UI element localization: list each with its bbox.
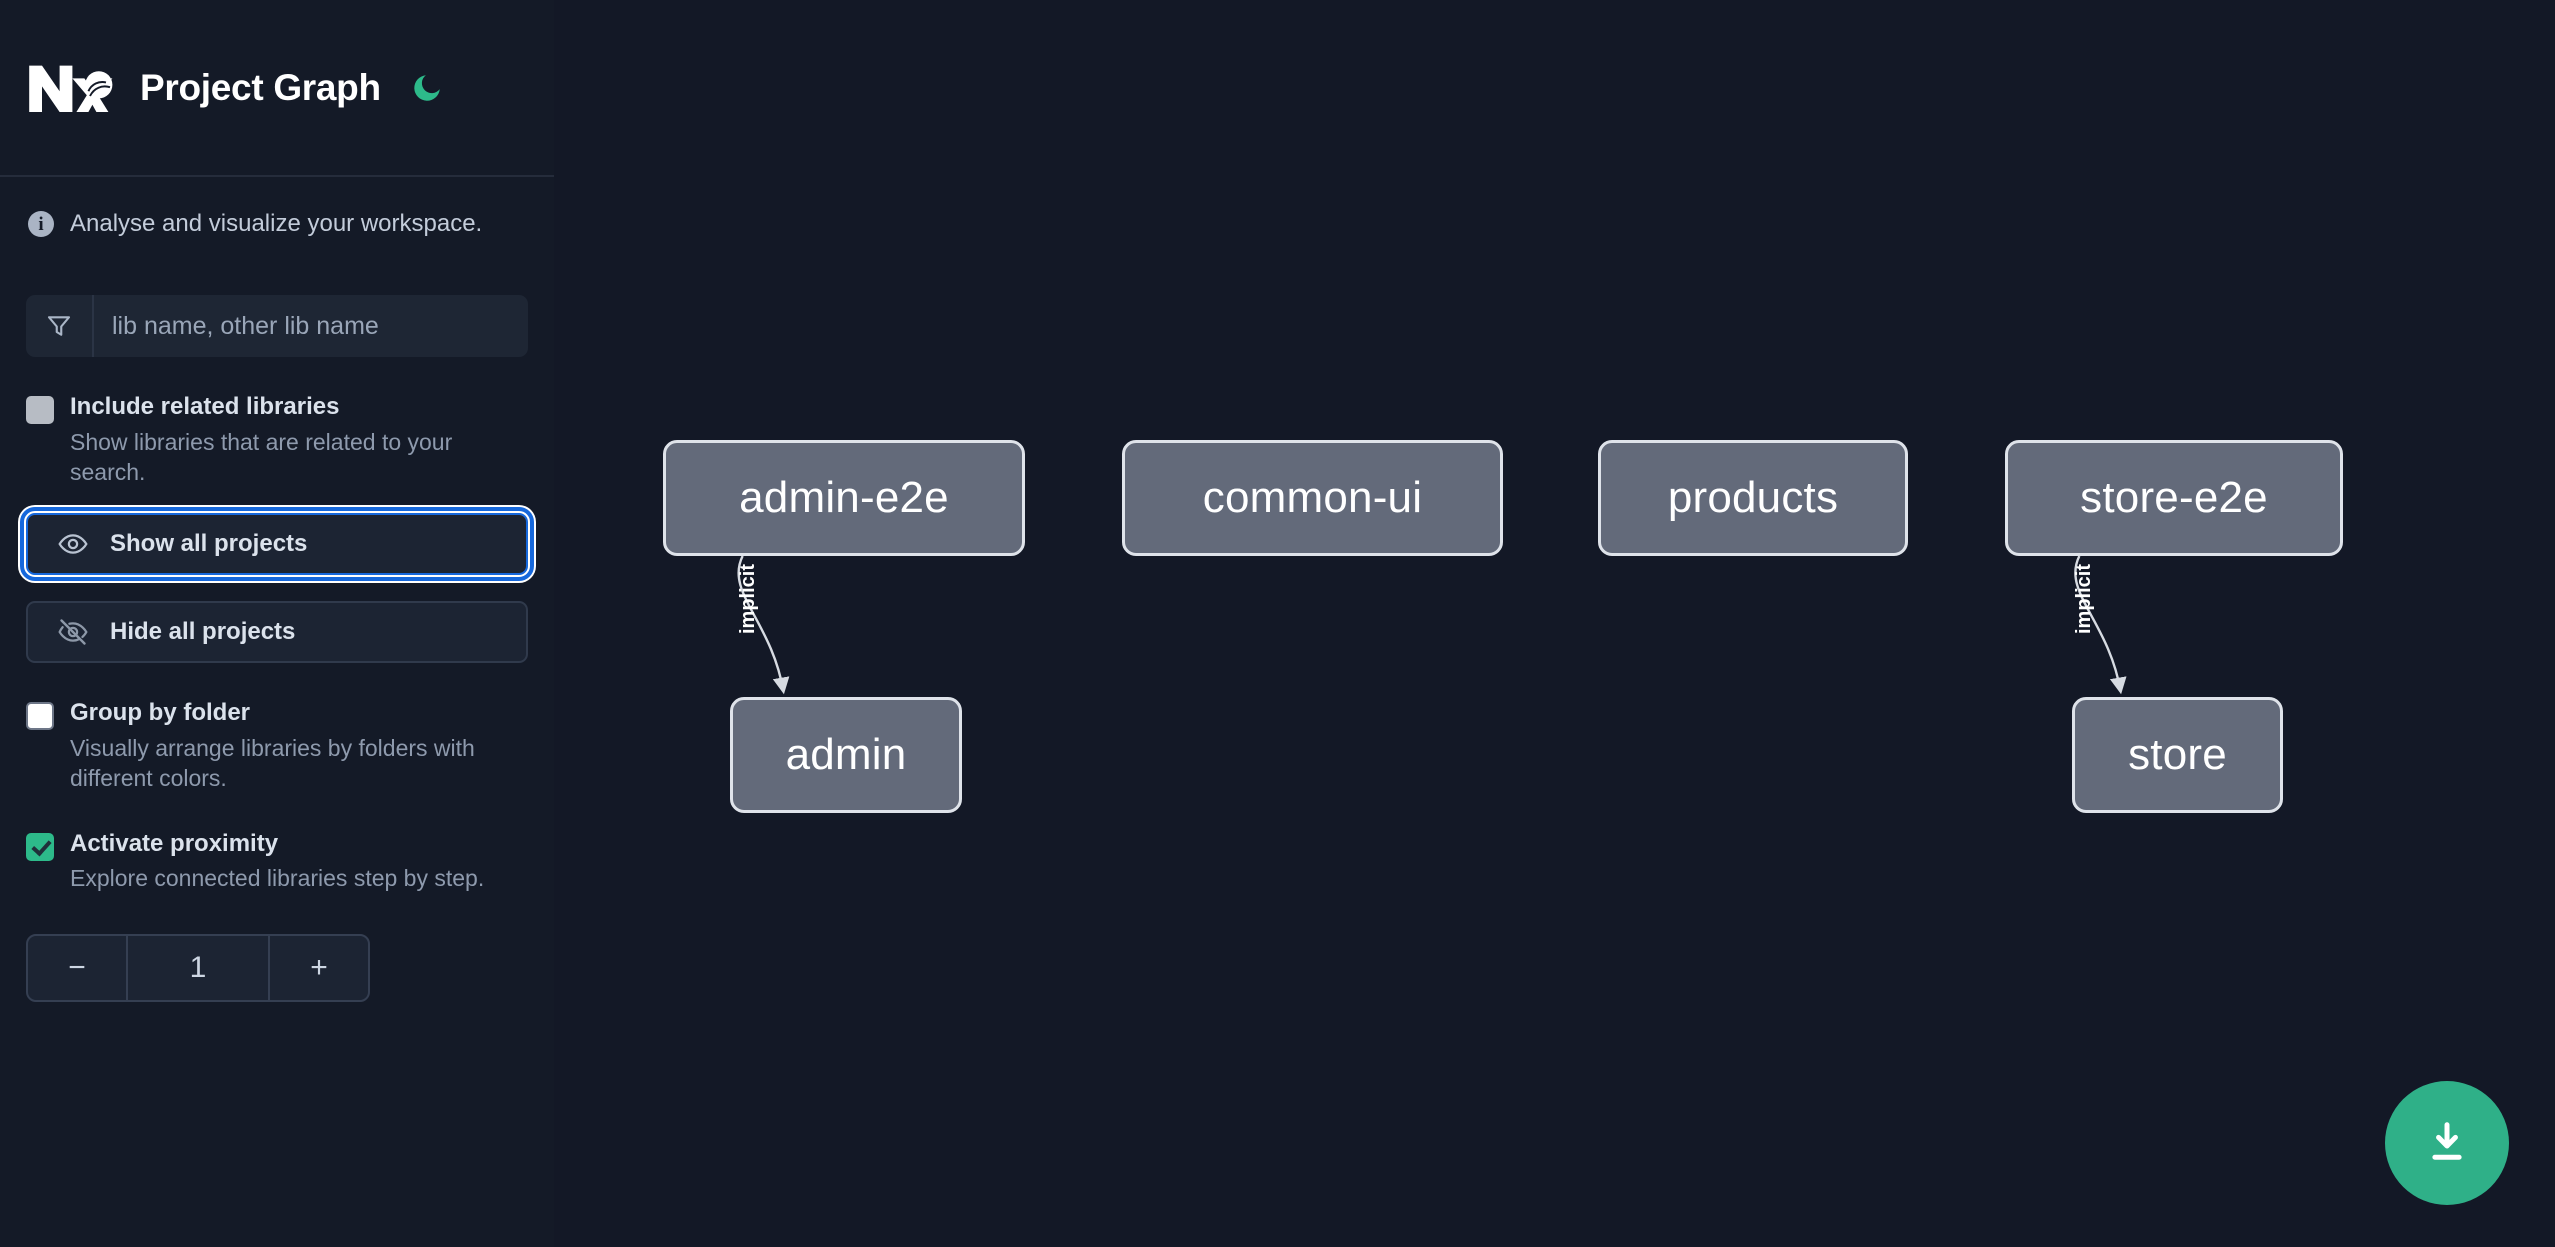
sidebar-body: i Analyse and visualize your workspace. … [0,177,554,1002]
search-input[interactable] [94,295,528,357]
graph-node-admin[interactable]: admin [730,697,962,813]
hide-all-projects-label: Hide all projects [110,618,296,646]
activate-proximity-checkbox[interactable] [26,832,54,861]
search-field[interactable] [26,295,528,357]
graph-node-products[interactable]: products [1598,440,1908,556]
include-related-libraries-checkbox[interactable] [26,396,54,424]
group-by-folder-checkbox[interactable] [26,702,54,731]
sidebar: Project Graph i Analyse and visualize yo… [0,0,572,1247]
proximity-value: 1 [189,950,207,984]
include-related-libraries-description: Show libraries that are related to your … [70,428,453,485]
activate-proximity-label: Activate proximity [70,829,279,857]
show-all-projects-label: Show all projects [110,530,308,558]
download-graph-button[interactable] [2385,1081,2509,1205]
graph-canvas[interactable]: admin-e2e common-ui products store-e2e admin… [554,0,2555,1247]
option-include-related-libraries[interactable]: Include related libraries Show libraries… [26,393,528,487]
graph-node-common-ui[interactable]: common-ui [1122,440,1503,556]
proximity-decrement-button[interactable]: − [28,935,128,1000]
download-icon [2432,1122,2462,1160]
sidebar-header: Project Graph [0,0,554,177]
graph-node-admin-e2e[interactable]: admin-e2e [663,440,1025,556]
proximity-increment-button[interactable]: + [268,935,368,1000]
workspace-tagline: i Analyse and visualize your workspace. [26,177,528,271]
group-by-folder-description: Visually arrange libraries by folders wi… [70,734,475,792]
option-activate-proximity[interactable]: Activate proximity Explore connected lib… [26,830,528,894]
eye-icon [56,527,90,561]
activate-proximity-description: Explore connected libraries step by step… [70,865,485,892]
graph-edges [737,555,2127,695]
include-related-libraries-label: Include related libraries [70,393,340,420]
page-title: Project Graph [140,66,381,108]
graph-node-store-e2e[interactable]: store-e2e [2005,440,2343,556]
graph-node-store[interactable]: store [2072,697,2283,813]
info-icon: i [28,211,54,237]
group-by-folder-label: Group by folder [70,699,250,727]
moon-icon[interactable] [407,68,447,108]
hide-all-projects-button[interactable]: Hide all projects [26,601,528,664]
filter-funnel-icon[interactable] [26,295,94,357]
option-group-by-folder[interactable]: Group by folder Visually arrange librari… [26,699,528,793]
nx-logo-icon [26,58,122,118]
tagline-text: Analyse and visualize your workspace. [70,210,483,237]
eye-slash-icon [56,615,90,649]
show-all-projects-button[interactable]: Show all projects [20,507,534,582]
proximity-stepper[interactable]: − 1 + [26,933,370,1002]
